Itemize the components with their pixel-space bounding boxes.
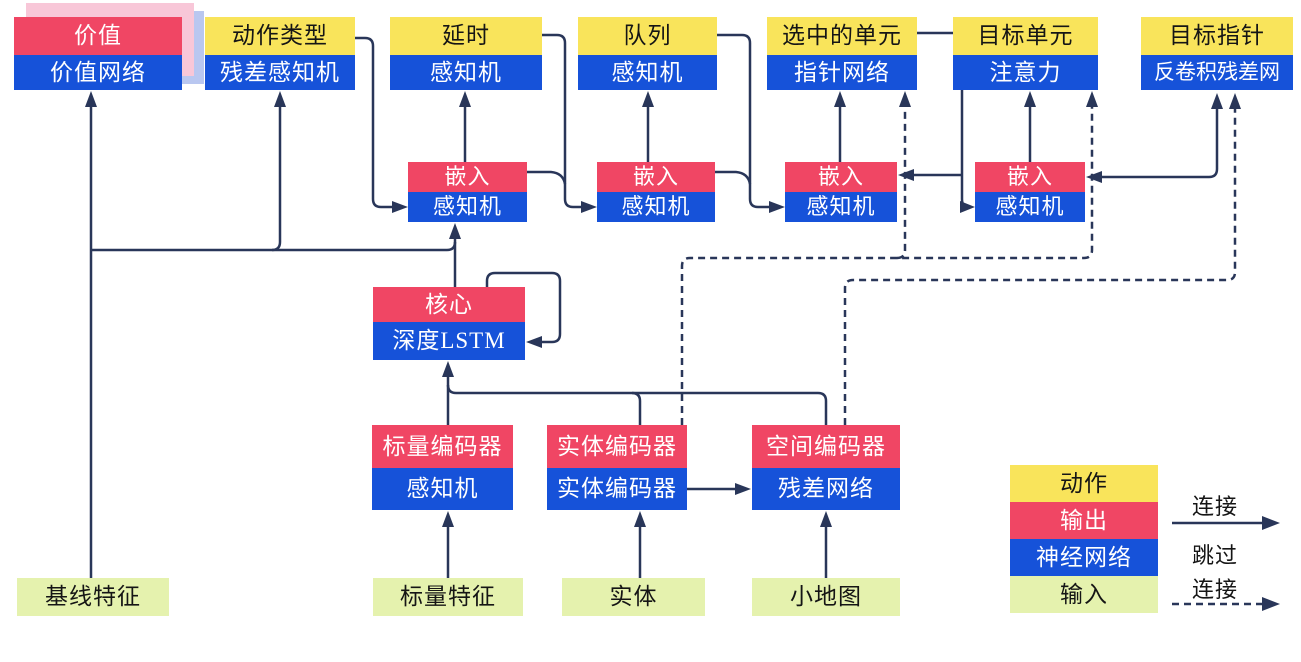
- node-queued: 队列 感知机: [578, 17, 717, 90]
- scalar-encoder-label: 标量编码器: [372, 425, 513, 468]
- node-spatial-encoder: 空间编码器 残差网络: [752, 425, 900, 510]
- arrowhead-into-delay: [459, 91, 471, 107]
- action-type-network-label: 残差感知机: [205, 55, 355, 90]
- arrowhead-into-embedding1-bottom: [449, 223, 461, 239]
- arrowhead-into-embedding4-left: [960, 201, 975, 213]
- node-embedding-4: 嵌入 感知机: [975, 162, 1085, 222]
- node-value: 价值 价值网络: [14, 17, 182, 90]
- node-minimap: 小地图: [752, 578, 900, 616]
- entities-label: 实体: [562, 578, 705, 616]
- arrowhead-into-target-unit: [1024, 91, 1036, 107]
- line-delay-to-embedding2: [542, 33, 581, 209]
- line-trunk-to-action-type: [271, 105, 282, 252]
- legend-dashed-arrowhead: [1262, 597, 1280, 611]
- node-embedding-1: 嵌入 感知机: [408, 162, 527, 222]
- node-entity-encoder: 实体编码器 实体编码器: [547, 425, 687, 510]
- embedding2-network-label: 感知机: [597, 192, 715, 222]
- legend-solid-arrowhead: [1262, 516, 1280, 530]
- embedding1-label: 嵌入: [408, 162, 527, 192]
- legend-dashed-arrow-label-line1: 跳过: [1192, 543, 1239, 568]
- arrowhead-into-selected-units: [834, 91, 846, 107]
- scalar-encoder-network-label: 感知机: [372, 468, 513, 510]
- arrowhead-into-embedding2-left: [581, 201, 597, 213]
- legend-solid-arrow-label: 连接: [1192, 494, 1239, 519]
- entity-encoder-network-label: 实体编码器: [547, 468, 687, 510]
- queued-network-label: 感知机: [578, 55, 717, 90]
- arrowhead-into-value: [85, 91, 97, 107]
- arrowhead-into-core: [442, 361, 454, 377]
- spatial-encoder-network-label: 残差网络: [752, 468, 900, 510]
- skip-spatial-to-target-point: [843, 109, 1237, 425]
- selected-units-network-label: 指针网络: [767, 55, 917, 90]
- node-target-unit: 目标单元 注意力: [953, 17, 1098, 90]
- arrowhead-skip-into-pointer-network: [899, 91, 911, 107]
- arrowhead-into-scalar-encoder: [442, 511, 454, 527]
- node-scalar-encoder: 标量编码器 感知机: [372, 425, 513, 510]
- arrowhead-into-queued: [642, 91, 654, 107]
- legend-action-swatch: 动作: [1010, 465, 1158, 502]
- legend-dashed-arrow-label-line2: 连接: [1192, 577, 1239, 602]
- entity-encoder-label: 实体编码器: [547, 425, 687, 468]
- node-entities: 实体: [562, 578, 705, 616]
- delay-label: 延时: [390, 17, 542, 55]
- node-target-point: 目标指针 反卷积残差网: [1141, 17, 1293, 90]
- arrowhead-skip-into-attention: [1086, 91, 1098, 107]
- node-embedding-2: 嵌入 感知机: [597, 162, 715, 222]
- node-embedding-3: 嵌入 感知机: [785, 162, 897, 222]
- line-queued-to-embedding3: [717, 33, 769, 209]
- minimap-label: 小地图: [752, 578, 900, 616]
- legend-network-swatch: 神经网络: [1010, 539, 1158, 576]
- baseline-features-label: 基线特征: [17, 578, 169, 616]
- core-label: 核心: [373, 287, 525, 322]
- line-embedding2-to-embedding3: [715, 170, 752, 185]
- line-action-type-to-embedding1: [355, 36, 392, 209]
- legend-input-swatch: 输入: [1010, 576, 1158, 613]
- embedding2-label: 嵌入: [597, 162, 715, 192]
- legend-output-swatch: 输出: [1010, 502, 1158, 539]
- queued-label: 队列: [578, 17, 717, 55]
- value-label: 价值: [14, 17, 182, 55]
- node-delay: 延时 感知机: [390, 17, 542, 90]
- node-core: 核心 深度LSTM: [373, 287, 525, 360]
- skip-entity-to-pointer-network: [896, 107, 907, 260]
- embedding3-label: 嵌入: [785, 162, 897, 192]
- legend-swatches: 动作 输出 神经网络 输入: [1010, 465, 1158, 613]
- arrowhead-skip-into-target-point: [1229, 93, 1241, 109]
- node-action-type: 动作类型 残差感知机: [205, 17, 355, 90]
- embedding3-network-label: 感知机: [785, 192, 897, 222]
- line-entity-encoder-trunk: [631, 391, 642, 425]
- action-type-label: 动作类型: [205, 17, 355, 55]
- line-core-self-loop: [485, 271, 562, 344]
- line-embedding4-target-point: [1100, 109, 1219, 179]
- arrowhead-into-entity-encoder: [634, 511, 646, 527]
- target-point-network-label: 反卷积残差网: [1141, 55, 1293, 90]
- arrowhead-into-action-type: [274, 91, 286, 107]
- selected-units-label: 选中的单元: [767, 17, 917, 55]
- core-network-label: 深度LSTM: [373, 322, 525, 360]
- target-unit-network-label: 注意力: [953, 55, 1098, 90]
- skip-entity-to-attention: [680, 107, 1094, 425]
- spatial-encoder-label: 空间编码器: [752, 425, 900, 468]
- target-point-label: 目标指针: [1141, 17, 1293, 55]
- embedding1-network-label: 感知机: [408, 192, 527, 222]
- embedding4-network-label: 感知机: [975, 192, 1085, 222]
- node-scalar-features: 标量特征: [373, 578, 523, 616]
- delay-network-label: 感知机: [390, 55, 542, 90]
- value-network-label: 价值网络: [14, 55, 182, 90]
- scalar-features-label: 标量特征: [373, 578, 523, 616]
- arrowhead-into-embedding1-left: [392, 201, 408, 213]
- line-embedding1-to-embedding2: [527, 170, 567, 185]
- node-selected-units: 选中的单元 指针网络: [767, 17, 917, 90]
- arrowhead-core-loop: [526, 336, 542, 348]
- arrowhead-into-spatial-encoder: [735, 483, 751, 495]
- arrowhead-into-embedding4-right: [1086, 171, 1102, 183]
- arrowhead-into-target-point: [1211, 93, 1223, 109]
- target-unit-label: 目标单元: [953, 17, 1098, 55]
- line-spatial-encoder-trunk: [446, 384, 828, 425]
- arrowhead-into-embedding3-left: [769, 201, 785, 213]
- node-baseline-features: 基线特征: [17, 578, 169, 616]
- embedding4-label: 嵌入: [975, 162, 1085, 192]
- arrowhead-into-spatial-encoder-bottom: [820, 511, 832, 527]
